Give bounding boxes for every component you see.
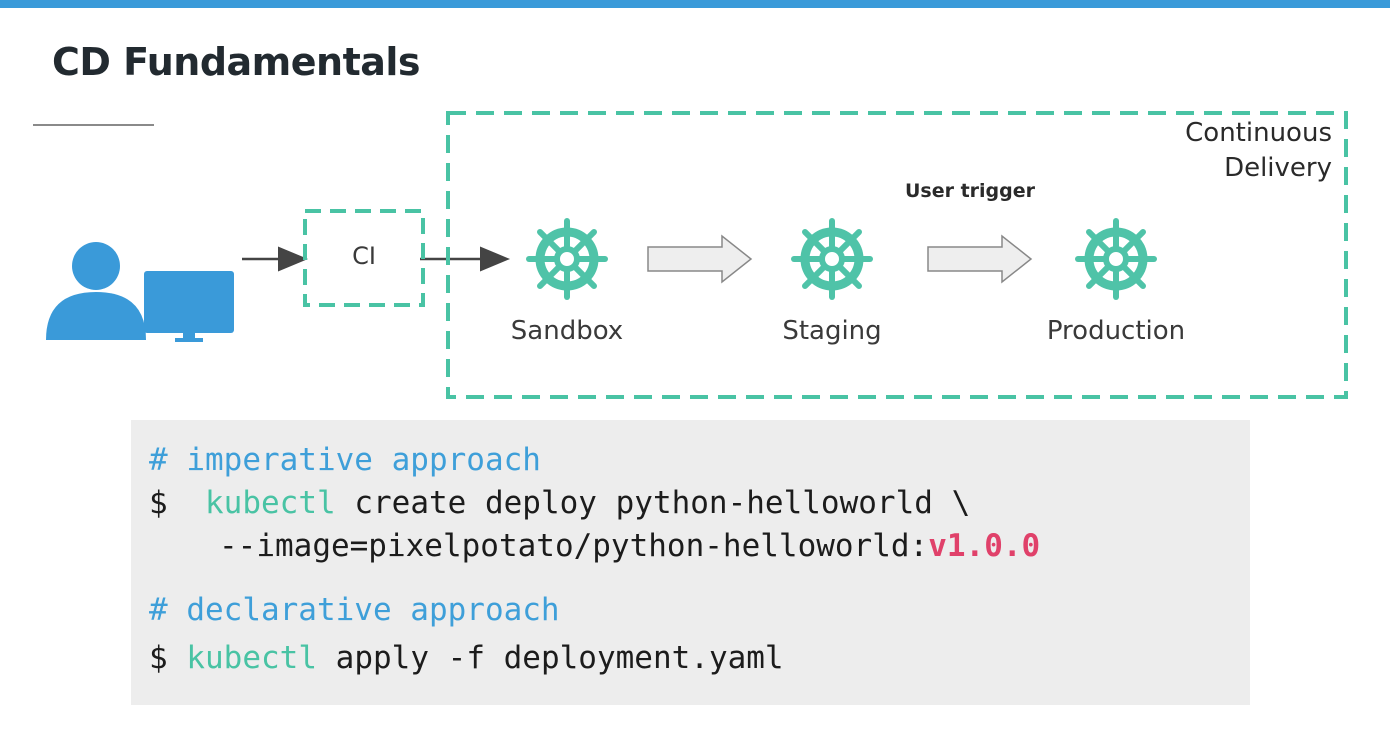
cd-diagram bbox=[46, 111, 1348, 399]
block-arrow-icon bbox=[927, 234, 1033, 284]
user-icon bbox=[46, 242, 146, 340]
continuous-delivery-label: Continuous Delivery bbox=[1185, 118, 1332, 183]
stage-label-production: Production bbox=[1046, 316, 1186, 346]
code-line-imperative-command: $ kubectl create deploy python-helloworl… bbox=[149, 485, 971, 521]
ci-box bbox=[303, 209, 425, 307]
stage-label-sandbox: Sandbox bbox=[510, 316, 624, 346]
code-line-declarative-command: $ kubectl apply -f deployment.yaml bbox=[149, 640, 784, 676]
ci-label: CI bbox=[352, 242, 376, 270]
kubernetes-helm-icon bbox=[1078, 221, 1154, 297]
continuous-delivery-box bbox=[446, 111, 1348, 399]
top-accent-bar bbox=[0, 0, 1390, 8]
monitor-icon bbox=[144, 271, 234, 342]
kubernetes-helm-icon bbox=[529, 221, 605, 297]
page-title: CD Fundamentals bbox=[52, 40, 421, 84]
code-comment-declarative: # declarative approach bbox=[149, 592, 560, 628]
code-line-imperative-image: --image=pixelpotato/python-helloworld:v1… bbox=[219, 528, 1041, 564]
block-arrow-icon bbox=[647, 234, 753, 284]
stage-label-staging: Staging bbox=[782, 316, 882, 346]
code-block: # imperative approach $ kubectl create d… bbox=[131, 420, 1250, 705]
kubernetes-helm-icon bbox=[794, 221, 870, 297]
code-comment-imperative: # imperative approach bbox=[149, 442, 541, 478]
title-underline bbox=[33, 124, 154, 126]
user-trigger-label: User trigger bbox=[904, 180, 1036, 202]
